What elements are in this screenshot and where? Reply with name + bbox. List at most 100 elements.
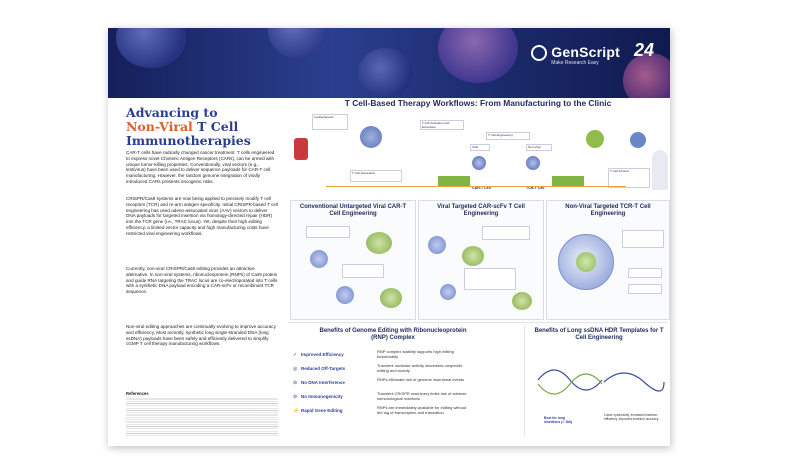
tcr-t-result-box: [552, 176, 584, 186]
p2-box: [482, 226, 530, 240]
engineering-label: T Cell Engineering: [488, 133, 513, 137]
panel-1-diagram: [296, 224, 410, 314]
logo-tagline: Make Research Easy: [551, 60, 599, 66]
title-line-3: Immunotherapies: [126, 133, 251, 148]
benefit-desc: Transient CRISPR machinery limits risk o…: [377, 391, 467, 401]
viral-label: Viral: [472, 145, 478, 149]
benefit-desc: RNPs are immediately available for editi…: [377, 405, 467, 415]
title-highlight: Non-Viral: [126, 119, 193, 134]
poster: GenScript Make Research Easy 24 Advancin…: [108, 28, 670, 446]
anniversary-badge: 24: [633, 40, 654, 60]
intro-paragraph-2: CRISPR/Cas9 systems are now being applie…: [126, 196, 278, 236]
tcr-t-cell-icon: [526, 156, 540, 170]
title-line-2: Non-Viral T Cell: [126, 120, 281, 134]
leukapheresis-box: Leukapheresis: [312, 114, 348, 130]
infusion-label: T Cell Infusion: [610, 169, 630, 173]
activation-label: T Cell Activation and Expansion: [422, 121, 450, 129]
patient-silhouette: [652, 150, 668, 190]
p2-cell: [428, 236, 446, 254]
panel-3-diagram: [550, 224, 666, 314]
separation-box: T Cell Separation: [350, 170, 402, 182]
p3-box: [622, 230, 664, 248]
car-t-label: CAR-T Cell: [472, 186, 491, 190]
panel-2-title: Viral Targeted CAR-scFv T Cell Engineeri…: [437, 204, 525, 217]
blood-bag-icon: [294, 138, 308, 160]
section-divider: [288, 322, 668, 323]
p1-cell: [310, 250, 328, 268]
benefit-label: No Immunogenicity: [301, 394, 343, 399]
infusion-box: T Cell Infusion: [608, 168, 650, 188]
panel-1-title: Conventional Untargeted Viral CAR-T Cell…: [299, 204, 407, 217]
benefit-row: ⊘ No DNA Interference RNPs eliminate ris…: [291, 377, 467, 389]
engineering-box: T Cell Engineering: [486, 132, 530, 140]
workflow-title: T Cell-Based Therapy Workflows: From Man…: [344, 98, 612, 108]
intro-paragraph-4: Non-viral editing approaches are continu…: [126, 324, 276, 347]
intro-paragraph-3: Currently, non-viral CRISPR/Cas9 editing…: [126, 266, 278, 295]
benefit-label: No DNA Interference: [301, 380, 345, 385]
viral-label-box: Viral: [470, 144, 490, 151]
benefit-label: Reduced Off-Targets: [301, 366, 346, 371]
column-divider: [524, 326, 525, 436]
ssdna-diagram: Best for long insertions (> 1kb) Lower c…: [534, 350, 666, 440]
p3-box-2: [628, 268, 662, 278]
references: References: [126, 392, 278, 437]
p1-box-2: [342, 264, 384, 278]
panel-3-title: Non-Viral Targeted TCR-T Cell Engineerin…: [565, 204, 651, 217]
workflow-diagram: Leukapheresis T Cell Separation T Cell A…: [290, 110, 668, 198]
p2-cell-2: [440, 284, 456, 300]
dna-icon: ⊘: [293, 380, 298, 386]
cell-cluster: [360, 126, 382, 148]
genscript-logo: GenScript Make Research Easy: [531, 44, 620, 66]
lightning-icon: ⚡: [293, 408, 300, 414]
benefit-row: ⊘ No Immunogenicity Transient CRISPR mac…: [291, 391, 467, 403]
leukapheresis-label: Leukapheresis: [314, 115, 334, 119]
cell-decoration: [623, 53, 670, 98]
ssdna-title: Benefits of Long ssDNA HDR Templates for…: [534, 328, 664, 341]
cell-decoration: [268, 28, 328, 58]
title-line-2-rest: T Cell: [192, 119, 239, 134]
workflow-arrow: [326, 186, 626, 187]
p2-box-2: [464, 268, 516, 290]
shield-icon: ⊘: [293, 394, 298, 400]
tumor-cell-icon: [586, 130, 604, 148]
benefit-row: ◎ Reduced Off-Targets Transient nuclease…: [291, 363, 467, 375]
ssdna-note-2: Lower cytotoxicity, increased insertion …: [604, 413, 659, 421]
engineered-t-cell-icon: [630, 132, 646, 148]
target-icon: ◎: [293, 366, 298, 372]
cell-decoration: [116, 28, 186, 68]
poster-title: Advancing to Non-Viral T Cell Immunother…: [126, 106, 281, 148]
cell-decoration: [358, 48, 413, 98]
p1-tumor: [380, 288, 402, 308]
title-line-1: Advancing to: [126, 105, 218, 120]
nonviral-label-box: Non-Viral: [526, 144, 552, 151]
p3-nucleus: [576, 252, 596, 272]
ssdna-note-1: Best for long insertions (> 1kb): [544, 416, 573, 424]
benefit-row: ⚡ Rapid Gene Editing RNPs are immediatel…: [291, 405, 467, 417]
car-t-result-box: [438, 176, 470, 186]
reference-lines: [126, 396, 278, 437]
header-banner: GenScript Make Research Easy 24: [108, 28, 670, 98]
panel-2-diagram: [422, 224, 540, 314]
activation-box: T Cell Activation and Expansion: [420, 120, 464, 130]
benefit-label: Improved Efficiency: [301, 352, 344, 357]
dna-strand-graphic: [537, 369, 665, 395]
p2-aav-cluster: [462, 246, 484, 266]
genscript-logo-icon: [531, 45, 548, 61]
benefit-label: Rapid Gene Editing: [301, 408, 343, 413]
p1-virus-cluster: [366, 232, 392, 254]
nonviral-label: Non-Viral: [528, 145, 541, 149]
separation-label: T Cell Separation: [352, 171, 376, 175]
benefit-desc: Transient nuclease activity decreases un…: [377, 363, 463, 373]
p3-box-3: [628, 284, 662, 294]
intro-paragraph-1: CAR-T cells have radically changed cance…: [126, 150, 275, 184]
left-column: Advancing to Non-Viral T Cell Immunother…: [108, 98, 286, 446]
cell-decoration: [438, 28, 518, 83]
car-t-cell-icon: [472, 156, 486, 170]
benefits-rnp-title: Benefits of Genome Editing with Ribonucl…: [319, 328, 467, 341]
tcr-t-label: TCR-T Cell: [526, 186, 545, 190]
p2-tumor: [512, 292, 532, 310]
benefit-row: ✓ Improved Efficiency RNP complex stabil…: [291, 349, 467, 361]
benefit-desc: RNPs eliminate risk of genome insertiona…: [377, 377, 465, 382]
logo-name: GenScript: [551, 44, 620, 60]
benefit-desc: RNP complex stability supports high edit…: [377, 349, 454, 359]
